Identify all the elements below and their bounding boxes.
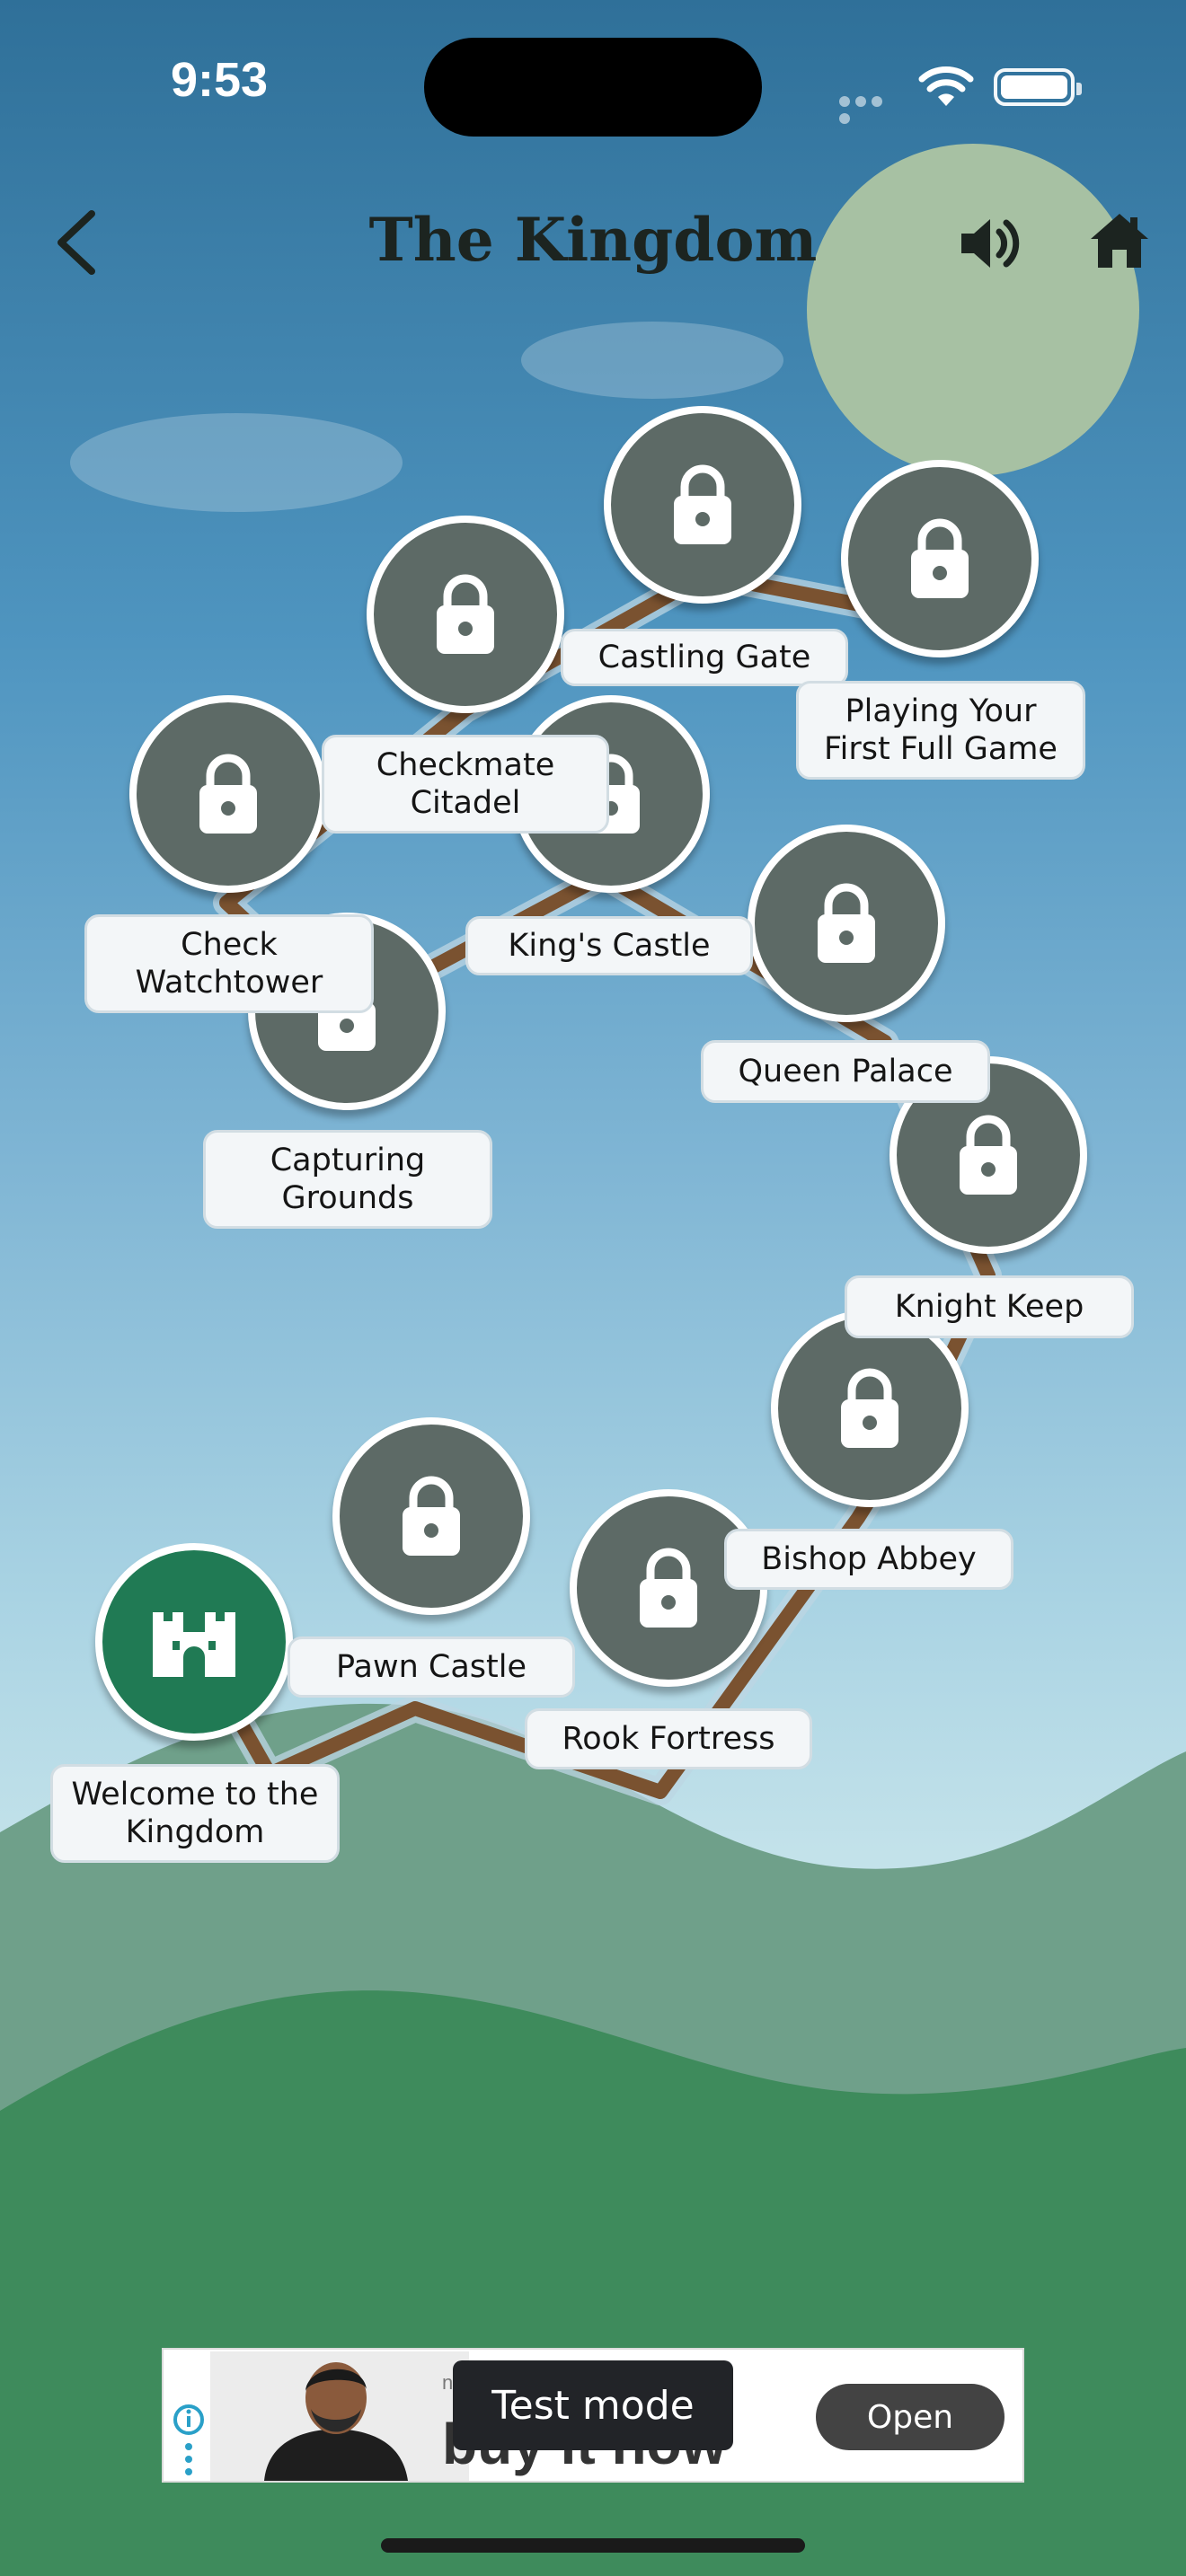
ad-info-icon[interactable] [169,2404,208,2479]
level-label[interactable]: Queen Palace [701,1040,990,1103]
castle-icon [153,1612,235,1677]
ad-open-button[interactable]: Open [816,2384,1005,2450]
status-time: 9:53 [171,53,269,107]
level-label[interactable]: Castling Gate [561,629,848,686]
ad-banner[interactable]: n buy it now Test mode Open [162,2348,1024,2483]
test-mode-badge: Test mode [453,2360,733,2450]
sound-button[interactable] [958,212,1021,275]
sun-decoration [807,144,1139,476]
cloud-decoration [521,322,783,399]
level-node-castling-gate[interactable] [604,406,801,604]
lock-icon [640,1548,697,1628]
lock-icon [818,883,875,963]
level-label[interactable]: Welcome to the Kingdom [50,1764,340,1863]
level-label[interactable]: Check Watchtower [84,914,374,1013]
lock-icon [911,518,969,598]
level-label[interactable]: Playing Your First Full Game [796,681,1085,780]
level-node-pawn-castle[interactable] [332,1417,530,1615]
level-label[interactable]: Pawn Castle [288,1636,575,1698]
level-node-playing-your-first-full-game[interactable] [841,460,1039,657]
lock-icon [960,1115,1017,1195]
level-node-welcome-to-the-kingdom[interactable] [95,1543,293,1741]
lock-icon [674,464,731,544]
back-button[interactable] [50,207,104,278]
dynamic-island [424,38,762,137]
lock-icon [841,1368,898,1448]
home-button[interactable] [1089,212,1150,269]
ad-image[interactable] [210,2351,469,2481]
level-node-kings-castle[interactable] [512,695,710,893]
level-label[interactable]: Knight Keep [845,1275,1134,1338]
cloud-decoration [70,413,403,512]
level-label[interactable]: Rook Fortress [525,1708,812,1769]
level-node-checkmate-citadel[interactable] [367,516,564,713]
lock-icon [437,574,494,654]
level-node-queen-palace[interactable] [748,825,945,1022]
level-label[interactable]: Checkmate Citadel [322,735,609,834]
lock-icon [199,754,257,834]
wifi-icon [918,66,974,106]
level-label[interactable]: King's Castle [465,916,753,975]
person-image-icon [210,2351,469,2481]
level-label[interactable]: Capturing Grounds [203,1130,492,1229]
battery-icon [994,68,1082,106]
level-node-check-watchtower[interactable] [129,695,327,893]
ad-small-text: n [442,2371,454,2394]
home-indicator[interactable] [381,2538,805,2553]
lock-icon [403,1476,460,1556]
level-node-bishop-abbey[interactable] [771,1310,969,1507]
signal-icon [839,93,902,124]
page-title: The Kingdom [368,205,818,275]
level-label[interactable]: Bishop Abbey [724,1529,1013,1590]
